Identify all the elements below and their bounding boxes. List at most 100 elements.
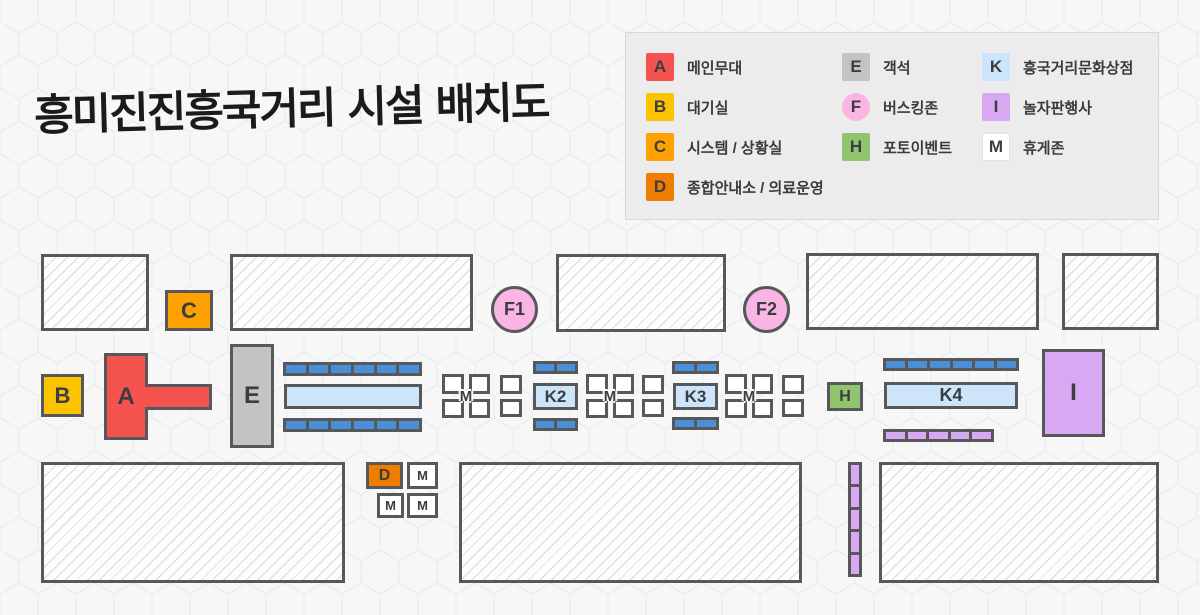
rest-zone-label: M <box>742 387 756 405</box>
seat-cell <box>929 432 948 439</box>
shop-k3-strip-top <box>672 361 719 374</box>
rest-square <box>751 398 773 418</box>
purple-strip-vertical <box>848 462 862 577</box>
seat-cell <box>536 364 554 371</box>
rest-square <box>442 374 464 394</box>
legend-item-a: A 메인무대 <box>646 53 824 81</box>
zone-h-photo-event: H <box>827 382 863 411</box>
rest-square <box>442 398 464 418</box>
zone-e-seating: E <box>230 344 274 448</box>
legend-label-b: 대기실 <box>687 99 729 117</box>
legend-chip-d: D <box>646 173 674 201</box>
seat-cell <box>886 432 905 439</box>
legend-label-d: 종합안내소 / 의료운영 <box>687 179 824 197</box>
seat-cell <box>697 364 716 371</box>
shop-k4-strip-purple <box>883 429 994 442</box>
legend-label-m: 휴게존 <box>1023 139 1065 157</box>
legend-label-i: 놀자판행사 <box>1023 99 1093 117</box>
seat-strip-bottom <box>283 418 422 432</box>
seat-cell <box>376 365 397 373</box>
rest-zone-m-box-2: M <box>377 493 404 518</box>
legend-label-c: 시스템 / 상황실 <box>687 139 783 157</box>
legend-chip-k: K <box>982 53 1010 81</box>
seat-cell <box>376 421 397 429</box>
seat-cell <box>675 420 694 427</box>
legend-item-f: F 버스킹존 <box>842 93 952 121</box>
seat-cell <box>536 421 554 428</box>
legend-chip-h: H <box>842 133 870 161</box>
rest-square <box>725 398 747 418</box>
seat-cell <box>907 432 927 439</box>
legend-label-k: 흥국거리문화상점 <box>1023 59 1134 77</box>
zone-c-system-room: C <box>165 290 213 331</box>
seat-cell <box>930 361 950 368</box>
hatched-block-7 <box>459 462 802 583</box>
rest-square <box>612 374 634 394</box>
seat-cell <box>950 432 970 439</box>
busking-zone-f2: F2 <box>743 286 790 333</box>
rest-square <box>751 374 773 394</box>
rest-square <box>782 398 804 417</box>
shop-k2-strip-bottom <box>533 418 578 431</box>
shop-k3: K3 <box>673 383 718 410</box>
seat-cell <box>972 432 991 439</box>
busking-zone-f1: F1 <box>491 286 538 333</box>
zone-b-waiting-room: B <box>41 374 84 417</box>
seat-cell <box>286 421 306 429</box>
legend-column-1: A 메인무대 B 대기실 C 시스템 / 상황실 D 종합안내소 / 의료운영 <box>646 53 824 201</box>
legend-item-m: M 휴게존 <box>982 133 1133 161</box>
rest-square <box>642 398 664 417</box>
square-pair-1 <box>500 375 522 417</box>
rest-zone-label: M <box>459 387 473 405</box>
zone-i-nolja-event: I <box>1042 349 1105 437</box>
legend-chip-m: M <box>982 133 1010 161</box>
seat-cell <box>308 421 329 429</box>
shop-k3-strip-bottom <box>672 417 719 430</box>
seat-cell <box>996 361 1017 368</box>
hatched-block-2 <box>230 254 473 331</box>
seat-cell <box>675 364 694 371</box>
rest-square <box>586 374 608 394</box>
legend-chip-a: A <box>646 53 674 81</box>
legend-column-3: K 흥국거리문화상점 I 놀자판행사 M 휴게존 <box>982 53 1133 161</box>
seat-cell <box>851 465 859 485</box>
shop-k4-strip-top <box>883 358 1019 371</box>
rest-square <box>500 398 522 417</box>
legend-item-c: C 시스템 / 상황실 <box>646 133 824 161</box>
seat-cell <box>851 532 859 552</box>
rest-zone-m-cluster-2: M <box>586 374 634 418</box>
hatched-block-3 <box>556 254 726 332</box>
rest-zone-m-cluster-3: M <box>725 374 773 418</box>
seat-cell <box>851 509 859 530</box>
seat-cell <box>399 421 420 429</box>
rest-square <box>500 375 522 394</box>
rest-square <box>586 398 608 418</box>
legend-chip-b: B <box>646 93 674 121</box>
hatched-block-4 <box>806 253 1039 330</box>
legend-item-b: B 대기실 <box>646 93 824 121</box>
rest-zone-label: M <box>603 387 617 405</box>
shop-k2-strip-top <box>533 361 578 374</box>
seat-cell <box>286 365 306 373</box>
seat-cell <box>308 365 329 373</box>
rest-square <box>725 374 747 394</box>
seat-cell <box>399 365 420 373</box>
legend-item-i: I 놀자판행사 <box>982 93 1133 121</box>
shop-k4: K4 <box>884 382 1018 409</box>
legend-label-e: 객석 <box>883 59 911 77</box>
hatched-block-6 <box>41 462 345 583</box>
hatched-block-8 <box>879 462 1159 583</box>
rest-zone-m-box-3: M <box>407 493 438 518</box>
legend-column-2: E 객석 F 버스킹존 H 포토이벤트 <box>842 53 952 161</box>
legend-label-f: 버스킹존 <box>883 99 939 117</box>
hatched-block-1 <box>41 254 149 331</box>
square-pair-2 <box>642 375 664 417</box>
seat-strip-top <box>283 362 422 376</box>
zone-a-main-stage-arm <box>145 384 212 410</box>
rest-zone-m-cluster-1: M <box>442 374 490 418</box>
seating-long-block <box>284 384 422 409</box>
seat-cell <box>974 361 994 368</box>
legend-item-e: E 객석 <box>842 53 952 81</box>
legend-item-d: D 종합안내소 / 의료운영 <box>646 173 824 201</box>
